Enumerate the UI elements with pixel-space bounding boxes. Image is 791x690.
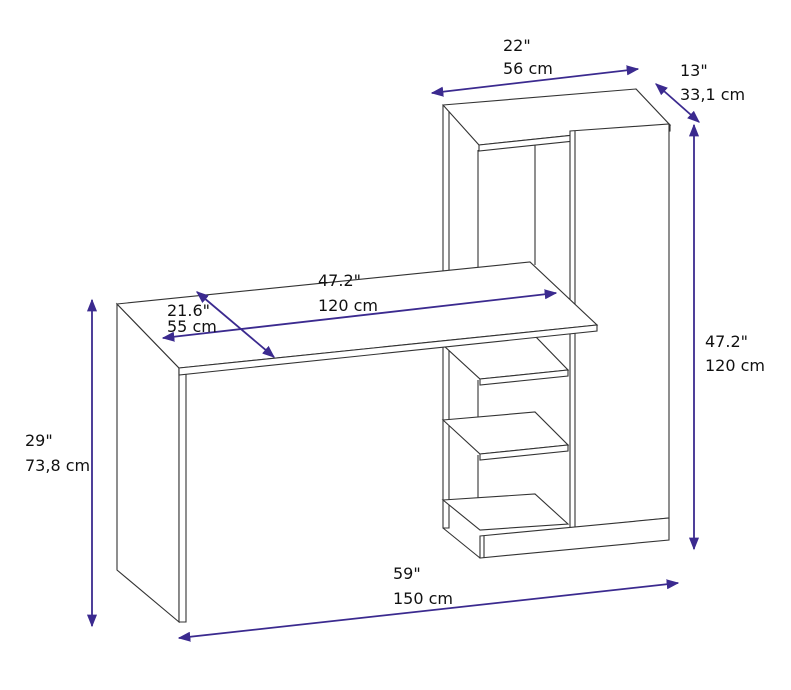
desk-depth-cm: 55 cm	[167, 317, 217, 336]
total-width-cm: 150 cm	[393, 589, 454, 608]
dimension-arrows	[86, 65, 700, 642]
desk-depth-inch: 21.6"	[167, 301, 210, 320]
desk-height-cm: 73,8 cm	[25, 456, 91, 475]
desk-width-inch: 47.2"	[318, 271, 361, 290]
top-depth-inch: 13"	[680, 61, 708, 80]
top-width-inch: 22"	[503, 36, 531, 55]
desk-width-cm: 120 cm	[318, 296, 379, 315]
desk-height-inch: 29"	[25, 431, 53, 450]
bookcase-unit	[441, 88, 672, 559]
desk-depth-arrow	[196, 291, 275, 358]
total-width-arrow	[177, 579, 680, 642]
cabinet-height-cm: 120 cm	[705, 356, 766, 375]
top-depth-arrow	[655, 83, 700, 123]
cabinet-height-inch: 47.2"	[705, 332, 748, 351]
top-width-cm: 56 cm	[503, 59, 553, 78]
total-width-inch: 59"	[393, 564, 421, 583]
top-width-arrow	[430, 65, 640, 97]
top-depth-cm: 33,1 cm	[680, 85, 746, 104]
